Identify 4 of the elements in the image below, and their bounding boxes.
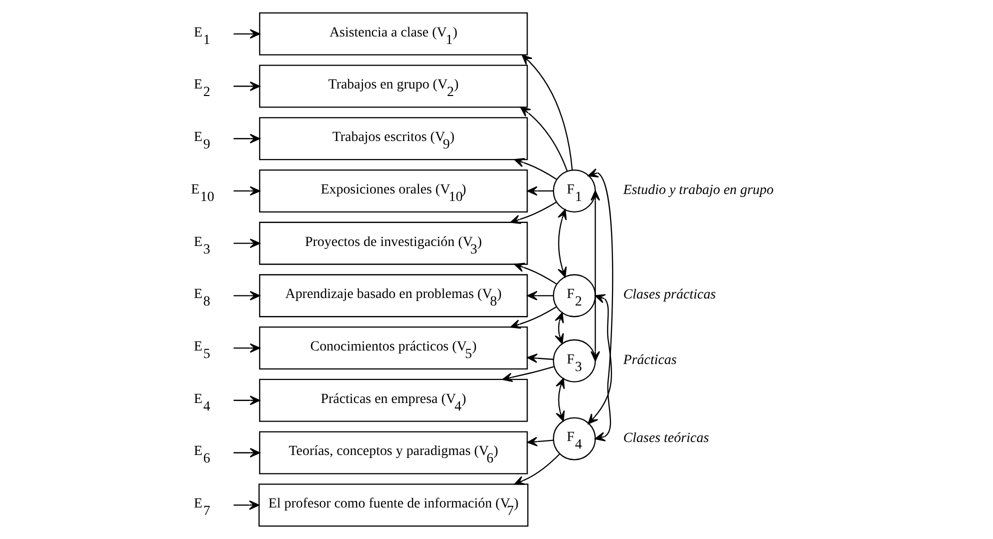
node-label: Prácticas bbox=[622, 352, 676, 368]
node-label: Clases prácticas bbox=[622, 288, 716, 303]
node-label: Clases teóricas bbox=[622, 430, 708, 446]
node-label: Estudio y trabajo en grupo bbox=[622, 182, 774, 198]
